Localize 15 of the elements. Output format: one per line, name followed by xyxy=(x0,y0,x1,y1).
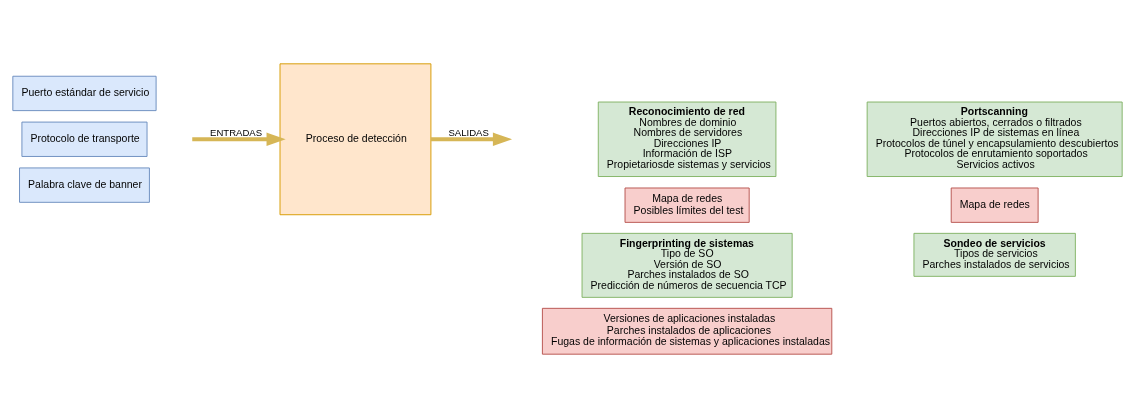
node-box: Proceso de detección xyxy=(279,63,432,216)
node-box: Protocolo de transporte xyxy=(21,121,148,157)
node-box: Reconocimiento de red Nombres de dominio Nombres de servidores Direcciones IP Información de ISP Propietariosde sistemas y servicios xyxy=(597,101,777,177)
node-box: Portscanning Puertos abiertos, cerrados o filtrados Direcciones IP de sistemas en línea Protocolos de túnel y encapsulamiento descubiertos Protocolos de enrutamiento soportados Servicios activos xyxy=(866,101,1123,177)
arrow xyxy=(192,132,286,146)
node-box: Fingerprinting de sistemas Tipo de SO Versión de SO Parches instalados de SO Predicción de números de secuencia TCP xyxy=(581,232,793,298)
node-box: Palabra clave de banner xyxy=(19,167,150,203)
node-box: Sondeo de servicios Tipos de servicios Parches instalados de servicios xyxy=(913,232,1076,277)
node-box: Puerto estándar de servicio xyxy=(12,75,157,112)
node-box: Mapa de redes Posibles límites del test xyxy=(624,187,750,223)
edge-label: SALIDAS xyxy=(448,127,489,139)
edge-label: ENTRADAS xyxy=(210,127,263,139)
node-box: Versiones de aplicaciones instaladas Parches instalados de aplicaciones Fugas de información de sistemas y aplicaciones instaladas xyxy=(541,307,833,355)
node-box: Mapa de redes xyxy=(950,187,1039,223)
arrow xyxy=(430,132,513,146)
